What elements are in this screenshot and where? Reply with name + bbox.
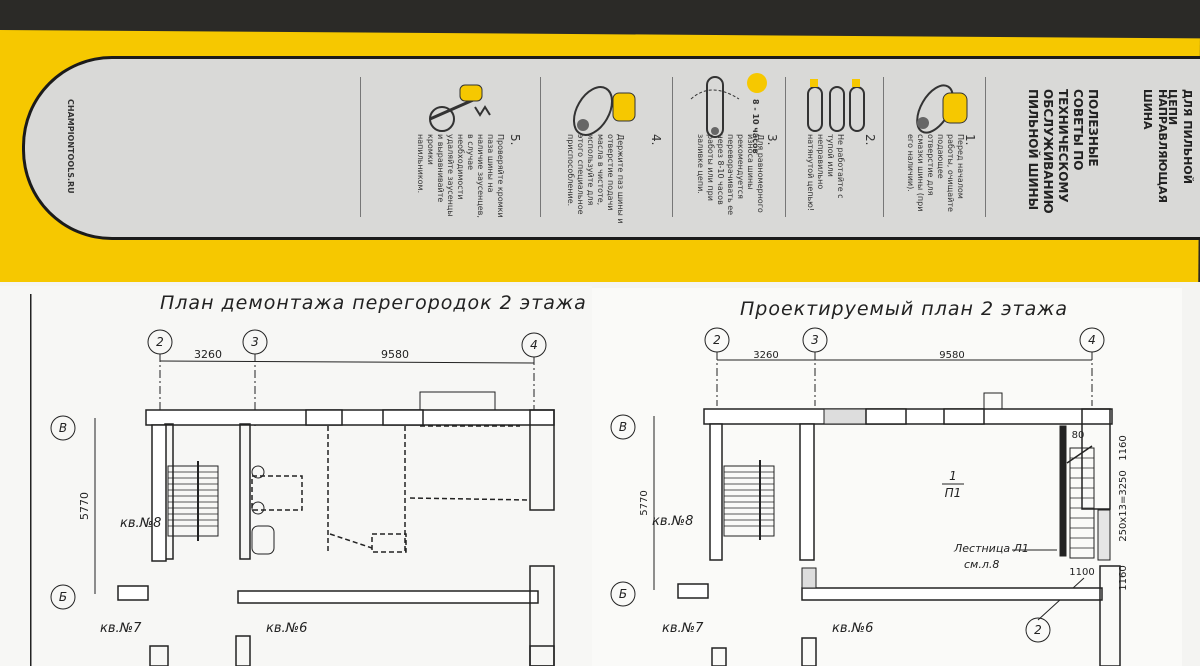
- tip-divider: [785, 77, 786, 217]
- flip-bar-icon: [690, 76, 740, 138]
- apartment-label: кв.№7: [100, 621, 142, 636]
- dimension: 1160: [1118, 565, 1129, 590]
- tip-text: Не работайте с тупой или неправильно нат…: [806, 134, 845, 212]
- axis-label: 2: [713, 333, 721, 347]
- dimension: 5770: [639, 490, 650, 515]
- room-code: П1: [945, 486, 962, 500]
- right-floor-plan: 2 3 4 В Б 2 1 П1 3260 9580 5770 80 1160 …: [610, 327, 1129, 666]
- chain-tension-icon: [807, 79, 865, 132]
- tip-text: Для равномерного износа шины рекомендует…: [696, 134, 765, 216]
- tip-divider: [985, 77, 986, 217]
- apartment-label: кв.№6: [832, 621, 873, 636]
- tip-divider: [360, 77, 361, 217]
- plan-sheet-right: [592, 288, 1182, 666]
- file-sharpening-icon: [429, 84, 491, 132]
- dimension: 1100: [1069, 567, 1094, 578]
- brand-url: CHAMPIONTOOLS.RU: [66, 99, 75, 194]
- oil-hole-icon: [916, 84, 968, 134]
- left-floor-plan: 2 3 4 В Б 3260 9580 5770 кв.№8 кв.№7 кв.…: [30, 294, 555, 666]
- dimension: 3260: [194, 348, 222, 361]
- axis-label: 4: [1088, 333, 1096, 347]
- tip-text: Проверяйте кромки паза шины на наличие з…: [416, 134, 505, 218]
- tip-divider: [540, 77, 541, 217]
- booklet-title-1: НАПРАВЛЯЮЩАЯ ШИНА: [1141, 89, 1169, 203]
- axis-bubble: [50, 584, 76, 610]
- axis-label: В: [59, 421, 67, 435]
- stair-label: Лестница Л1: [953, 542, 1029, 555]
- axis-bubble: [610, 414, 636, 440]
- axis-label: 3: [811, 333, 819, 347]
- guide-bar-graphic: CHAMPIONTOOLS.RU 5. Проверяйте кромки па…: [22, 56, 1200, 240]
- axis-label: Б: [59, 590, 67, 604]
- axis-label: В: [619, 420, 627, 434]
- stair-sublabel: см.л.8: [964, 558, 999, 571]
- dimension: 1160: [1118, 435, 1129, 460]
- axis-label: Б: [619, 587, 627, 601]
- dimension: 80: [1072, 430, 1085, 441]
- tip-divider: [883, 77, 884, 217]
- clock-icon: [747, 73, 767, 93]
- cleaning-tool-icon: [573, 86, 636, 136]
- room-number: 1: [949, 469, 957, 483]
- apartment-label: кв.№7: [662, 621, 704, 636]
- booklet-title-2: ДЛЯ ПИЛЬНОЙ ЦЕПИ: [1166, 89, 1194, 184]
- apartment-label: кв.№8: [120, 516, 161, 531]
- dimension: 9580: [939, 350, 964, 361]
- dimension: 5770: [78, 492, 91, 520]
- axis-label: 4: [530, 338, 538, 352]
- axis-label: 2: [156, 335, 164, 349]
- dimension: 250х13=3250: [1118, 470, 1129, 542]
- tip-text: Перед началом работы, очищайте подающее …: [906, 134, 965, 212]
- apartment-label: кв.№6: [266, 621, 307, 636]
- axis-label: 3: [251, 335, 259, 349]
- axis-bubble: [1025, 617, 1051, 643]
- apartment-label: кв.№8: [652, 514, 693, 529]
- left-plan-title: План демонтажа перегородок 2 этажа: [160, 292, 587, 314]
- dimension: 3260: [753, 350, 778, 361]
- tip-text: Держите паз шины и отверстие подачи масл…: [566, 134, 625, 224]
- dimension: 9580: [381, 348, 409, 361]
- booklet-subtitle: ПОЛЕЗНЫЕ СОВЕТЫ ПО ТЕХНИЧЕСКОМУ ОБСЛУЖИВ…: [1026, 89, 1100, 214]
- axis-label: 2: [1034, 623, 1042, 637]
- right-plan-title: Проектируемый план 2 этажа: [740, 298, 1068, 320]
- axis-bubble: [610, 581, 636, 607]
- axis-bubble: [50, 415, 76, 441]
- tip-divider: [672, 77, 673, 217]
